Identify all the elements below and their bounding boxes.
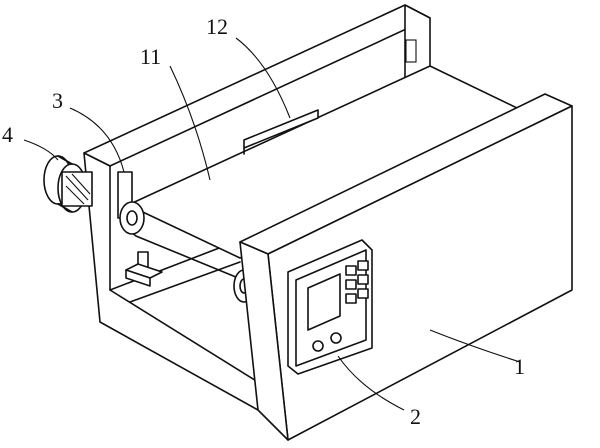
control-panel	[287, 239, 373, 375]
label-tension-sensor: 3	[52, 88, 63, 113]
label-motor: 4	[2, 122, 13, 147]
reference-labels: 12 11 3 4 1 2	[2, 14, 525, 429]
leader-lines	[23, 37, 521, 411]
back-side-wall	[83, 4, 431, 167]
left-support	[125, 251, 163, 287]
top-plate	[243, 109, 319, 155]
label-top-plate: 12	[206, 14, 228, 39]
label-conveyor-belt: 11	[140, 44, 161, 69]
label-frame: 1	[514, 354, 525, 379]
motor	[43, 155, 93, 213]
label-control-panel: 2	[410, 404, 421, 429]
